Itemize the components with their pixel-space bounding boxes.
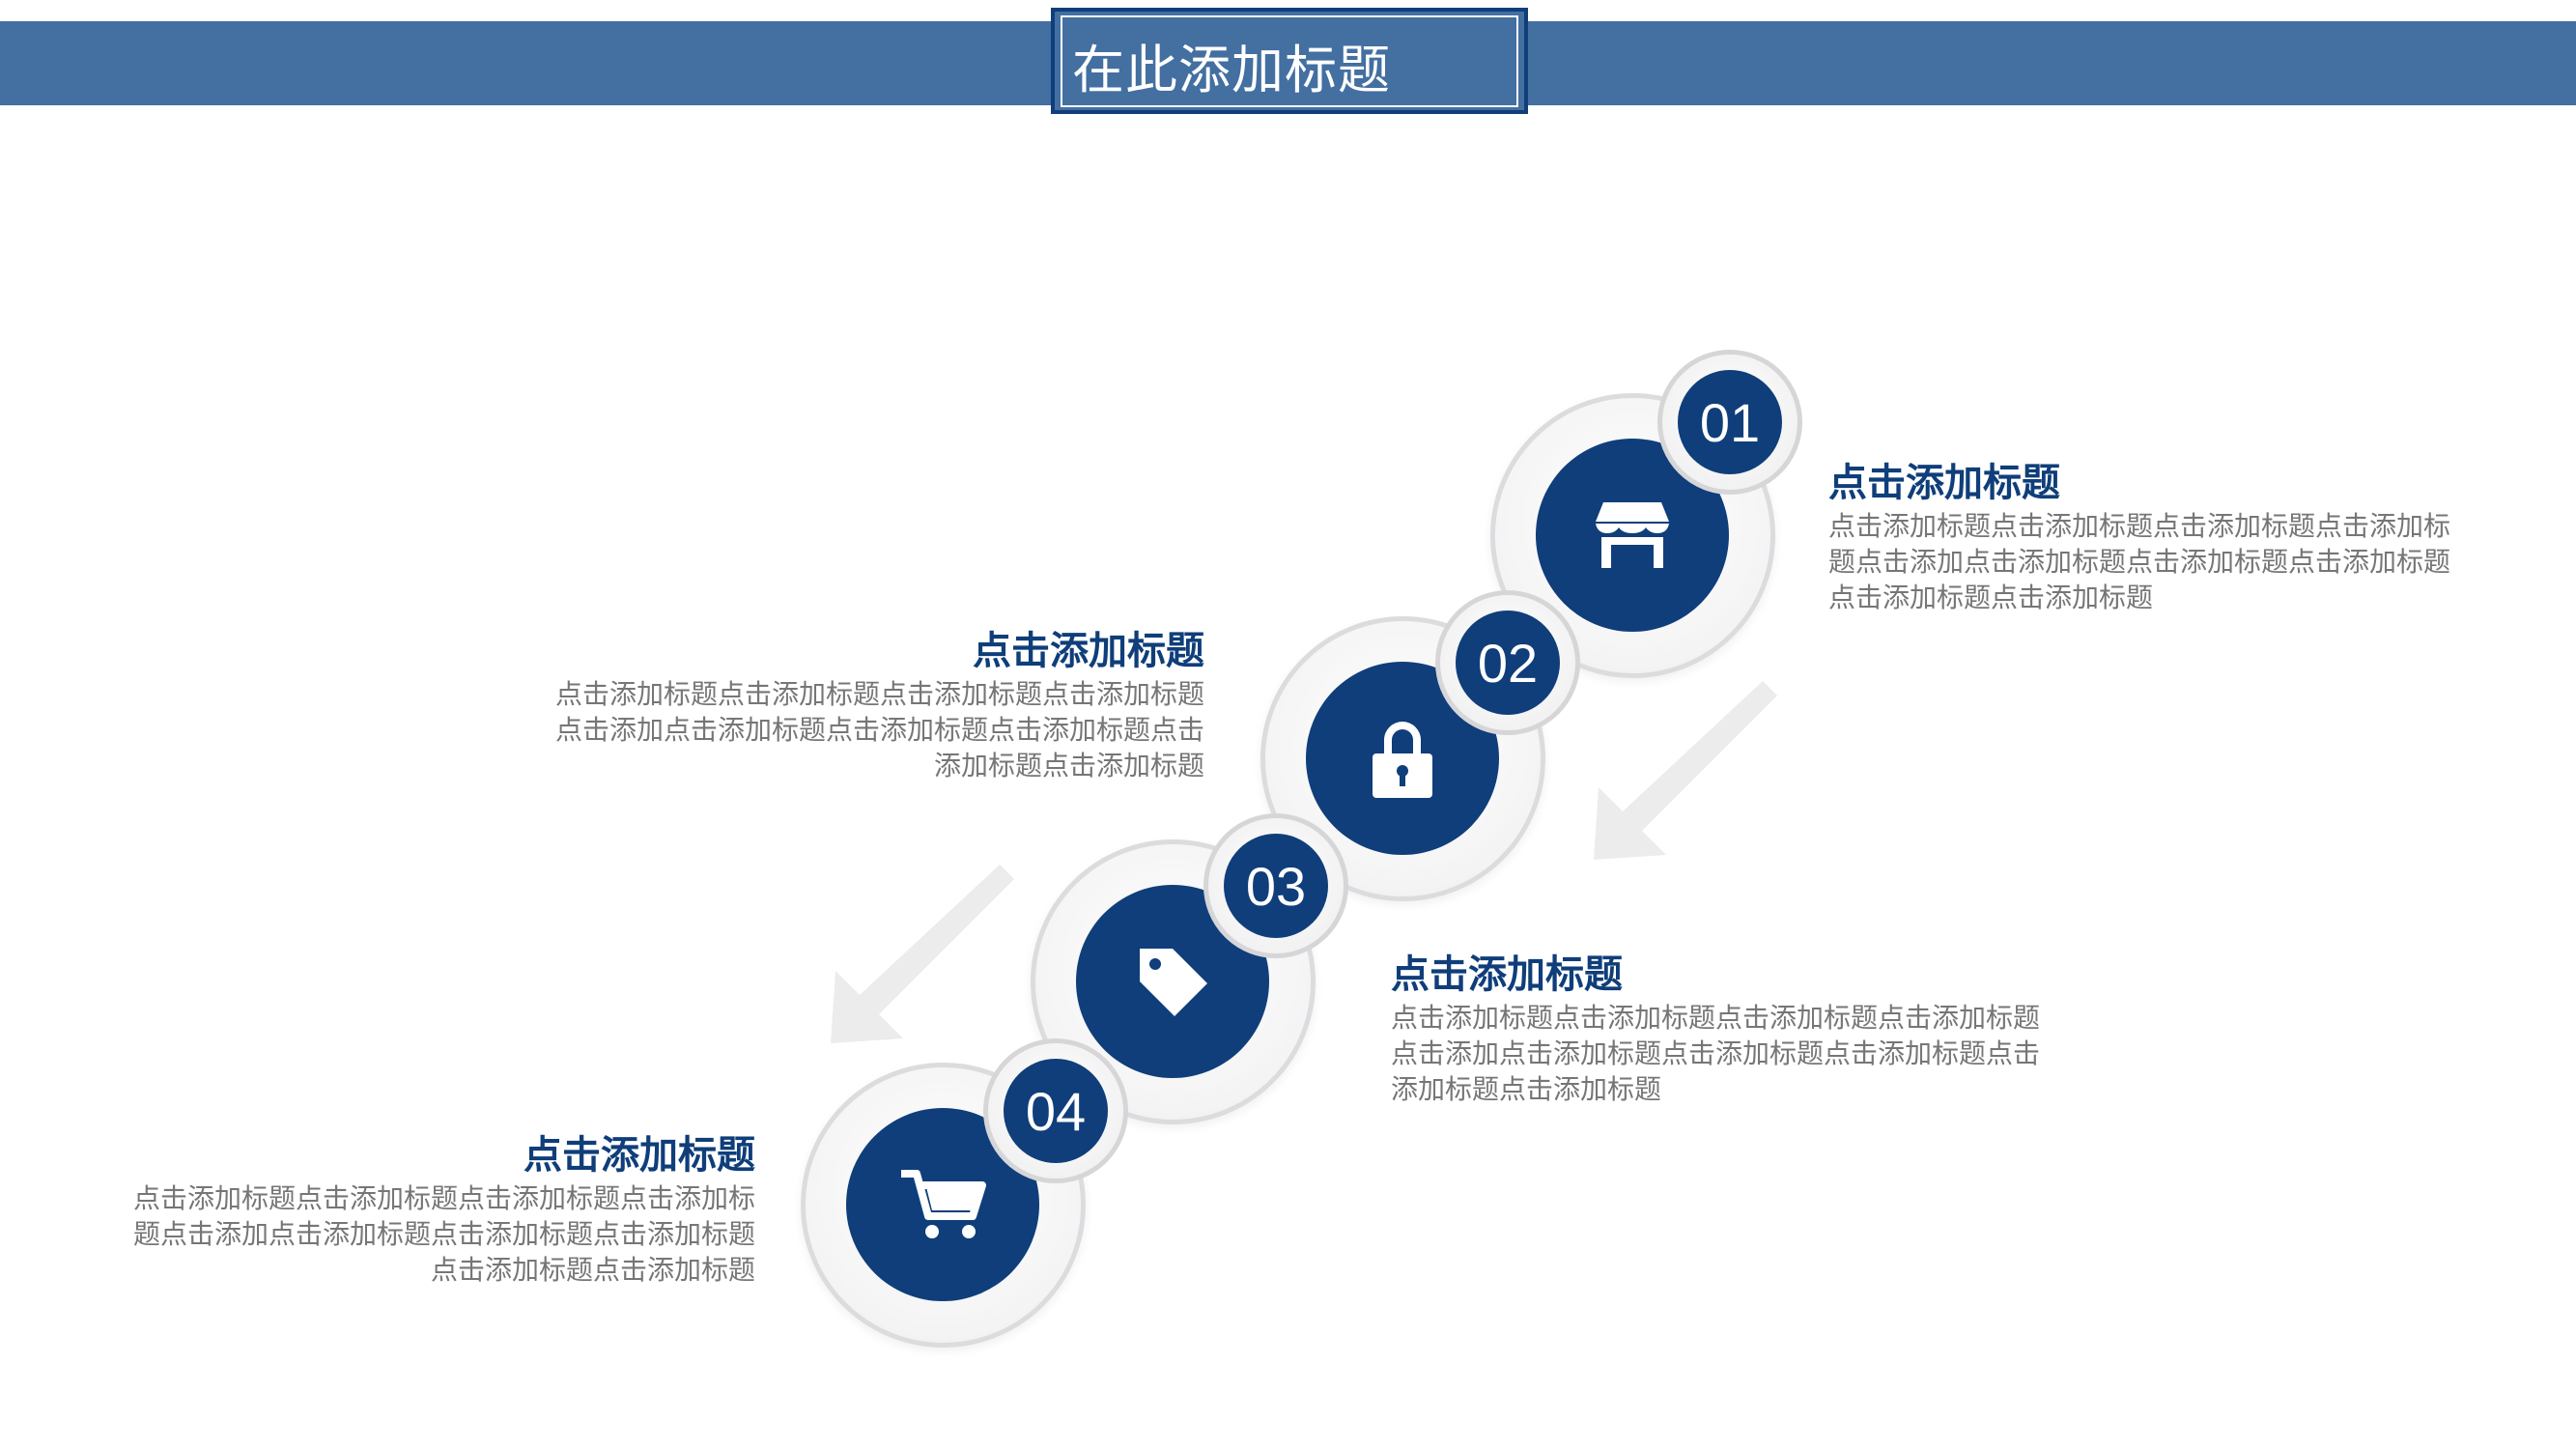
step-4-number: 04 — [1004, 1059, 1108, 1163]
tag-icon — [1140, 949, 1207, 1016]
block-2-body: 点击添加标题点击添加标题点击添加标题点击添加标题点击添加点击添加标题点击添加标题… — [554, 678, 1204, 781]
page-title: 在此添加标题 — [1072, 40, 1391, 100]
block-4-title: 点击添加标题 — [524, 1133, 755, 1178]
cart-icon — [901, 1170, 986, 1238]
step-3-number: 03 — [1224, 834, 1328, 938]
title-inner-frame — [1061, 15, 1518, 107]
arrow-down-left-icon — [831, 865, 1014, 1043]
block-1-body: 点击添加标题点击添加标题点击添加标题点击添加标题点击添加点击添加标题点击添加标题… — [1828, 510, 2451, 613]
lock-icon — [1373, 722, 1432, 798]
title-frame — [1051, 8, 1528, 114]
arrow-down-left-icon — [1594, 681, 1777, 860]
store-icon — [1596, 502, 1669, 568]
step-1-number: 01 — [1678, 370, 1782, 474]
block-3-body: 点击添加标题点击添加标题点击添加标题点击添加标题点击添加点击添加标题点击添加标题… — [1391, 1002, 2041, 1105]
block-4-body: 点击添加标题点击添加标题点击添加标题点击添加标题点击添加点击添加标题点击添加标题… — [132, 1182, 755, 1286]
block-3-title: 点击添加标题 — [1391, 952, 1623, 997]
block-1-title: 点击添加标题 — [1828, 461, 2060, 505]
block-2-title: 点击添加标题 — [973, 629, 1204, 673]
step-2-number: 02 — [1456, 611, 1560, 715]
